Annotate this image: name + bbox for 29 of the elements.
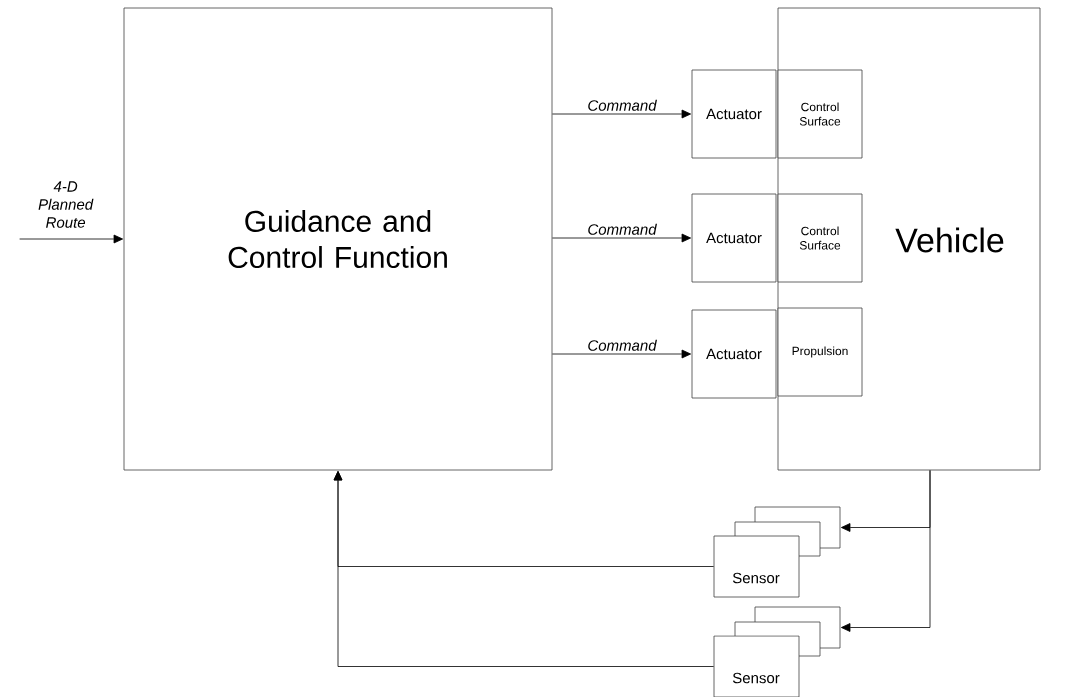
component-box <box>777 69 863 159</box>
arrow <box>333 471 714 667</box>
node-label: Propulsion <box>792 346 848 358</box>
arrow <box>19 234 124 244</box>
component-box <box>777 307 863 397</box>
actuator-box <box>691 193 777 283</box>
actuator-box <box>691 309 777 399</box>
node-label: Actuator <box>706 232 762 244</box>
node-label: Control Surface <box>799 102 841 126</box>
node-label: Sensor <box>732 572 780 584</box>
node-label: Actuator <box>706 348 762 360</box>
node-label: Sensor <box>732 672 780 684</box>
sensor-box <box>713 535 800 598</box>
arrow <box>552 349 692 359</box>
node-label: Control Surface <box>799 226 841 250</box>
node-label: Guidance and Control Function <box>228 210 447 269</box>
node-label: Vehicle <box>895 227 1004 253</box>
sensor-box <box>713 635 800 697</box>
arrow <box>552 109 692 119</box>
node-label: Actuator <box>706 108 762 120</box>
edge-label: Command <box>588 339 657 351</box>
edge-label: Command <box>588 99 657 111</box>
actuator-box <box>691 69 777 159</box>
component-box <box>777 193 863 283</box>
edge-label: 4-D Planned Route <box>38 181 94 228</box>
arrow <box>552 233 692 243</box>
arrow <box>841 470 931 632</box>
edge-label: Command <box>588 223 657 235</box>
function-box <box>123 7 553 471</box>
